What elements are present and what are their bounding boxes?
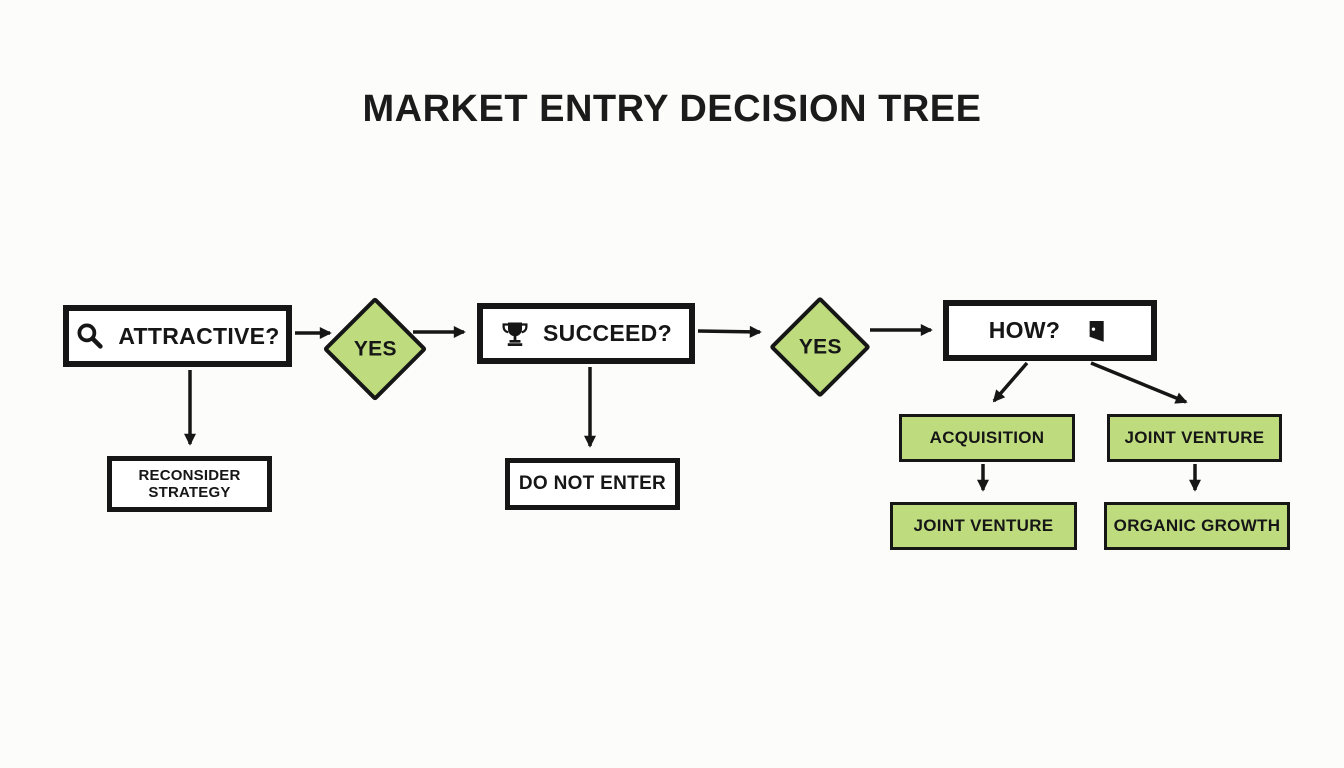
node-joint-venture-top-label: JOINT VENTURE <box>1124 428 1265 448</box>
node-acquisition-label: ACQUISITION <box>929 428 1045 448</box>
node-yes-2: YES <box>769 296 871 398</box>
node-joint-venture-top: JOINT VENTURE <box>1107 414 1282 462</box>
node-reconsider-strategy-label: RECONSIDER STRATEGY <box>138 466 241 501</box>
node-how-label: HOW? <box>988 317 1061 344</box>
node-organic-growth: ORGANIC GROWTH <box>1104 502 1290 550</box>
node-succeed: SUCCEED? <box>477 303 695 364</box>
door-icon <box>1089 320 1104 342</box>
page-title: MARKET ENTRY DECISION TREE <box>362 88 982 130</box>
node-attractive-label: ATTRACTIVE? <box>118 322 280 349</box>
edge-succeed-yes2 <box>697 325 762 338</box>
search-icon <box>77 323 103 349</box>
edge-how-acquisition <box>992 361 1029 403</box>
node-yes-2-label: YES <box>798 334 842 358</box>
node-do-not-enter-label: DO NOT ENTER <box>518 473 667 495</box>
node-yes-1: YES <box>322 296 428 402</box>
node-do-not-enter: DO NOT ENTER <box>505 458 680 510</box>
node-yes-1-label: YES <box>353 336 397 360</box>
node-joint-venture-bottom: JOINT VENTURE <box>890 502 1077 550</box>
node-joint-venture-bottom-label: JOINT VENTURE <box>913 516 1054 536</box>
trophy-icon <box>502 322 528 346</box>
edge-how-jointventure <box>1090 361 1188 404</box>
node-attractive: ATTRACTIVE? <box>63 305 292 367</box>
node-how: HOW? <box>943 300 1157 361</box>
node-organic-growth-label: ORGANIC GROWTH <box>1113 516 1281 536</box>
node-reconsider-strategy: RECONSIDER STRATEGY <box>107 456 272 512</box>
node-acquisition: ACQUISITION <box>899 414 1075 462</box>
node-succeed-label: SUCCEED? <box>543 320 672 347</box>
